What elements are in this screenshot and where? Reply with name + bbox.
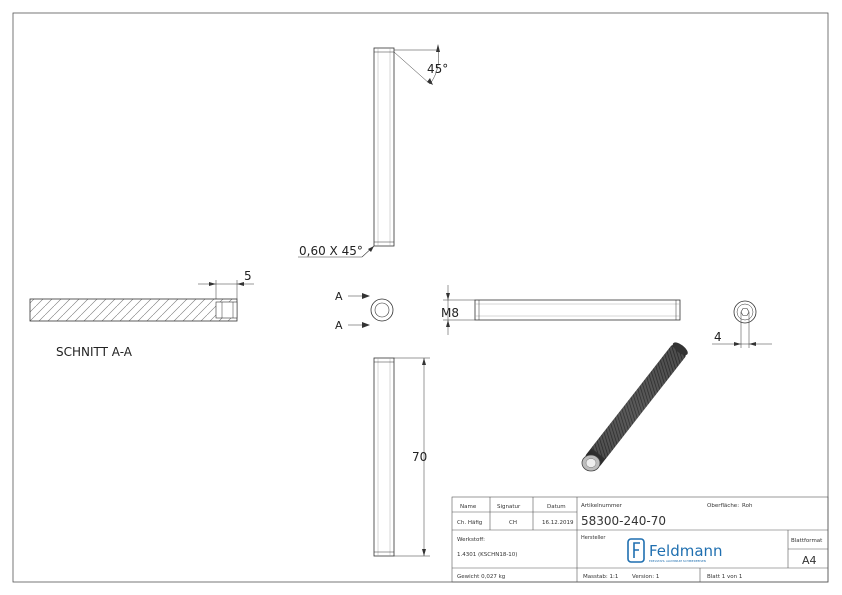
section-depth-label: 5 [244, 269, 252, 283]
weight-text: Gewicht 0,027 kg [457, 574, 505, 580]
name-header: Name [460, 504, 477, 510]
section-title: SCHNITT A-A [56, 345, 133, 359]
section-marker-bottom: A [335, 319, 343, 332]
article-number: 58300-240-70 [581, 514, 666, 528]
surface-label: Oberfläche: [707, 503, 739, 509]
end-view [348, 293, 394, 328]
title-block [451, 496, 829, 583]
article-label: Artikelnummer [581, 503, 623, 509]
feldmann-logo-icon [627, 538, 645, 563]
sheet-text: Blatt 1 von 1 [707, 574, 742, 580]
logo-tagline: EDELSTAHL ALUMINIUM SCHMIEDEEISEN [649, 559, 706, 563]
signature-value: CH [509, 520, 517, 526]
signature-header: Signatur [497, 504, 521, 510]
section-view [29, 280, 254, 322]
logo-text: Feldmann [649, 542, 723, 560]
chamfer-size-label: 0,60 X 45° [299, 244, 363, 258]
date-value: 16.12.2019 [542, 520, 574, 526]
scale-text: Masstab: 1:1 [583, 574, 618, 580]
chamfer-angle-label: 45° [427, 62, 448, 76]
hex-end-view [712, 300, 772, 348]
front-view [443, 285, 681, 335]
sheet-format-value: A4 [802, 554, 817, 567]
manufacturer-label: Hersteller [581, 535, 606, 541]
chamfer-leader-arrow [368, 246, 374, 252]
top-view [373, 44, 440, 247]
thread-label: M8 [441, 306, 459, 320]
section-marker-top: A [335, 290, 343, 303]
version-text: Version: 1 [632, 574, 659, 580]
hex-socket-label: 4 [714, 330, 722, 344]
iso-render [581, 342, 688, 472]
sheet-format-label: Blattformat [791, 538, 823, 544]
material-label: Werkstoff: [457, 537, 485, 543]
length-label: 70 [412, 450, 427, 464]
material-value: 1.4301 (KSCHN18-10) [457, 552, 517, 558]
bottom-view [373, 357, 430, 557]
date-header: Datum [547, 504, 566, 510]
name-value: Ch. Häfig [457, 520, 482, 526]
surface-value: Roh [742, 503, 753, 509]
drawing-frame [12, 12, 829, 583]
